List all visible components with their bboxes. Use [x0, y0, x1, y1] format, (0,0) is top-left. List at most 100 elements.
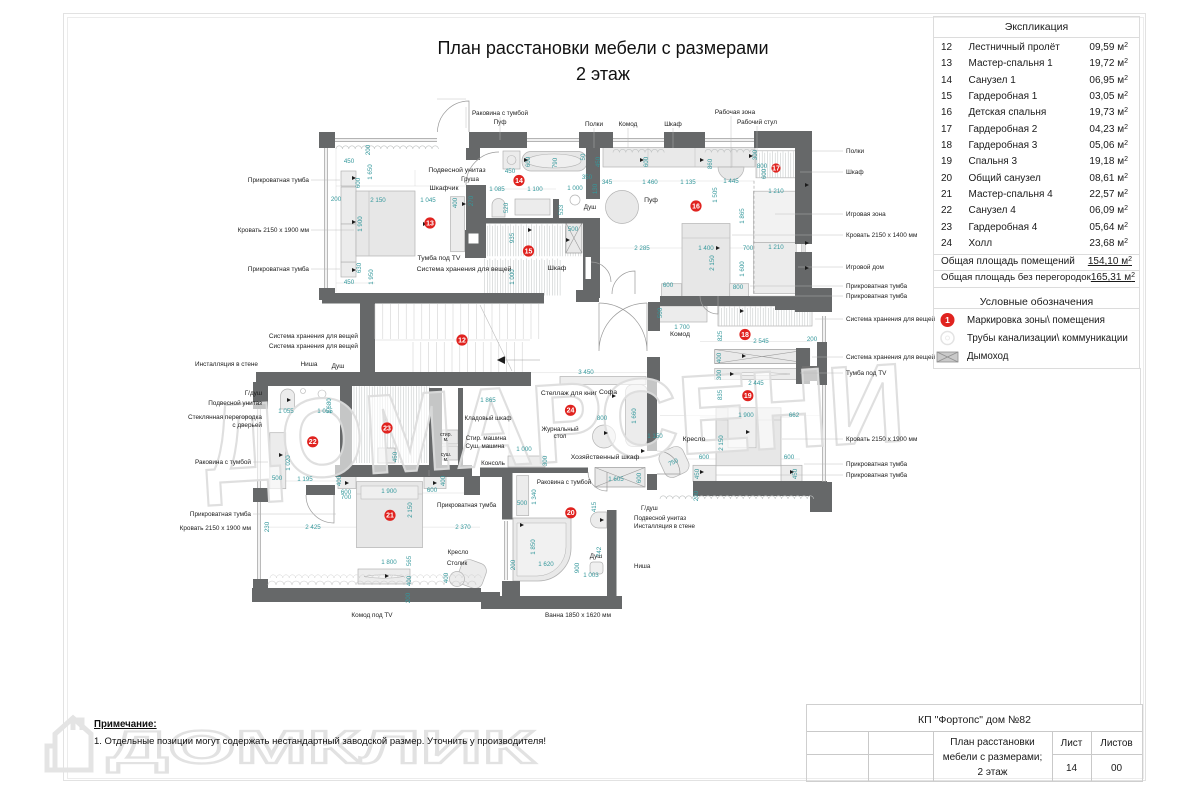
svg-text:1 150: 1 150: [647, 433, 663, 440]
svg-text:Ниша: Ниша: [634, 563, 651, 570]
svg-text:1 000: 1 000: [509, 269, 516, 285]
svg-text:200: 200: [365, 144, 372, 155]
svg-text:м.: м.: [444, 457, 449, 463]
svg-text:Рабочая зона: Рабочая зона: [715, 108, 756, 116]
svg-text:2 150: 2 150: [709, 255, 716, 271]
svg-text:450: 450: [595, 156, 602, 167]
svg-text:Душ: Душ: [332, 363, 345, 370]
svg-text:600: 600: [699, 454, 710, 461]
svg-text:Стеллаж для книг: Стеллаж для книг: [541, 390, 598, 397]
svg-text:Кровать 2150 х 1400 мм: Кровать 2150 х 1400 мм: [846, 232, 917, 239]
svg-text:1 085: 1 085: [489, 186, 505, 193]
svg-text:Кресло: Кресло: [448, 549, 469, 556]
svg-text:200: 200: [693, 490, 700, 501]
svg-text:1 865: 1 865: [739, 208, 746, 224]
svg-text:ДОМАРСЕНИ: ДОМАРСЕНИ: [200, 340, 908, 508]
svg-text:Подвесной унитаз: Подвесной унитаз: [634, 515, 686, 522]
svg-text:Шкафчик: Шкафчик: [430, 185, 459, 192]
svg-text:14: 14: [515, 178, 523, 185]
svg-text:900: 900: [574, 562, 581, 573]
svg-text:Софа: Софа: [599, 389, 617, 396]
svg-text:300: 300: [542, 455, 549, 466]
svg-text:600: 600: [784, 454, 795, 461]
svg-text:600: 600: [663, 282, 674, 289]
svg-text:1 000: 1 000: [567, 185, 583, 192]
svg-text:23: 23: [383, 425, 391, 432]
svg-text:500: 500: [657, 307, 664, 318]
svg-text:Стир. машина: Стир. машина: [466, 435, 507, 442]
svg-text:2 545: 2 545: [753, 338, 769, 345]
svg-text:630: 630: [356, 262, 363, 273]
svg-text:Г/душ: Г/душ: [641, 505, 658, 512]
svg-text:м.: м.: [444, 437, 449, 443]
svg-text:860: 860: [707, 158, 714, 169]
svg-text:565: 565: [406, 555, 413, 566]
svg-text:825: 825: [717, 330, 724, 341]
svg-text:Тумба под TV: Тумба под TV: [418, 254, 461, 262]
svg-text:Прикроватная тумба: Прикроватная тумба: [248, 265, 310, 273]
svg-text:1 055: 1 055: [317, 408, 333, 415]
svg-text:450: 450: [344, 158, 355, 165]
svg-text:Система хранения для вещей: Система хранения для вещей: [846, 315, 936, 323]
svg-text:790: 790: [552, 157, 559, 168]
svg-text:Тумба под TV: Тумба под TV: [846, 369, 887, 377]
svg-text:1 195: 1 195: [297, 476, 313, 483]
svg-text:935: 935: [509, 232, 516, 243]
svg-text:Полки: Полки: [585, 121, 604, 128]
svg-text:400: 400: [716, 352, 723, 363]
svg-text:Шкаф: Шкаф: [846, 169, 864, 176]
svg-text:400: 400: [443, 572, 450, 583]
svg-text:400: 400: [406, 575, 413, 586]
svg-text:Инсталляция в стене: Инсталляция в стене: [634, 523, 696, 530]
svg-text:Прикроватная тумба: Прикроватная тумба: [846, 282, 908, 290]
svg-text:1 210: 1 210: [768, 244, 784, 251]
svg-text:Система хранения для вещей: Система хранения для вещей: [269, 332, 359, 340]
svg-text:533: 533: [558, 204, 565, 215]
svg-text:Раковина с тумбой: Раковина с тумбой: [537, 479, 592, 486]
svg-text:450: 450: [792, 468, 799, 479]
svg-text:2 150: 2 150: [370, 197, 386, 204]
svg-text:Прикроватная тумба: Прикроватная тумба: [846, 460, 908, 468]
svg-text:1 340: 1 340: [531, 489, 538, 505]
svg-text:15: 15: [525, 248, 533, 255]
svg-text:415: 415: [591, 501, 598, 512]
svg-text:Душ: Душ: [584, 204, 596, 211]
svg-text:1 600: 1 600: [739, 261, 746, 277]
svg-text:Рабочий стул: Рабочий стул: [737, 118, 777, 126]
svg-text:2 150: 2 150: [718, 435, 725, 451]
svg-text:1 100: 1 100: [527, 186, 543, 193]
svg-text:742: 742: [596, 546, 603, 557]
svg-text:Кровать 2150 х 1900 мм: Кровать 2150 х 1900 мм: [846, 436, 917, 443]
svg-text:с дверьей: с дверьей: [232, 421, 262, 429]
svg-text:500: 500: [517, 500, 528, 507]
svg-text:Прикроватная тумба: Прикроватная тумба: [190, 510, 252, 518]
svg-text:Система хранения для вещей: Система хранения для вещей: [269, 342, 359, 350]
svg-text:Кресло: Кресло: [683, 436, 706, 443]
svg-text:1 460: 1 460: [642, 179, 658, 186]
svg-text:835: 835: [717, 389, 724, 400]
svg-text:Груша: Груша: [461, 176, 479, 183]
svg-text:Комод: Комод: [619, 121, 638, 128]
svg-text:1 800: 1 800: [381, 559, 397, 566]
svg-text:1 650: 1 650: [367, 164, 374, 180]
svg-text:200: 200: [807, 336, 818, 343]
svg-text:1 620: 1 620: [538, 561, 554, 568]
svg-text:21: 21: [386, 513, 394, 520]
svg-text:Душ: Душ: [590, 553, 602, 560]
svg-text:Пуф: Пуф: [644, 197, 658, 204]
svg-text:1 865: 1 865: [480, 397, 496, 404]
svg-text:600: 600: [525, 156, 532, 167]
svg-text:стол: стол: [554, 433, 567, 440]
svg-text:ДОМКЛИК: ДОМКЛИК: [107, 721, 537, 773]
svg-text:200: 200: [331, 196, 342, 203]
svg-text:2 425: 2 425: [305, 524, 321, 531]
svg-text:2 370: 2 370: [455, 524, 471, 531]
svg-text:450: 450: [694, 468, 701, 479]
svg-text:1 605: 1 605: [608, 476, 624, 483]
svg-text:1 850: 1 850: [530, 539, 537, 555]
svg-text:750: 750: [667, 457, 680, 468]
svg-text:1 505: 1 505: [712, 187, 719, 203]
svg-text:Комод под TV: Комод под TV: [351, 612, 393, 619]
svg-text:Кровать 2150 х 1900 мм: Кровать 2150 х 1900 мм: [180, 525, 251, 532]
svg-text:200: 200: [510, 559, 517, 570]
